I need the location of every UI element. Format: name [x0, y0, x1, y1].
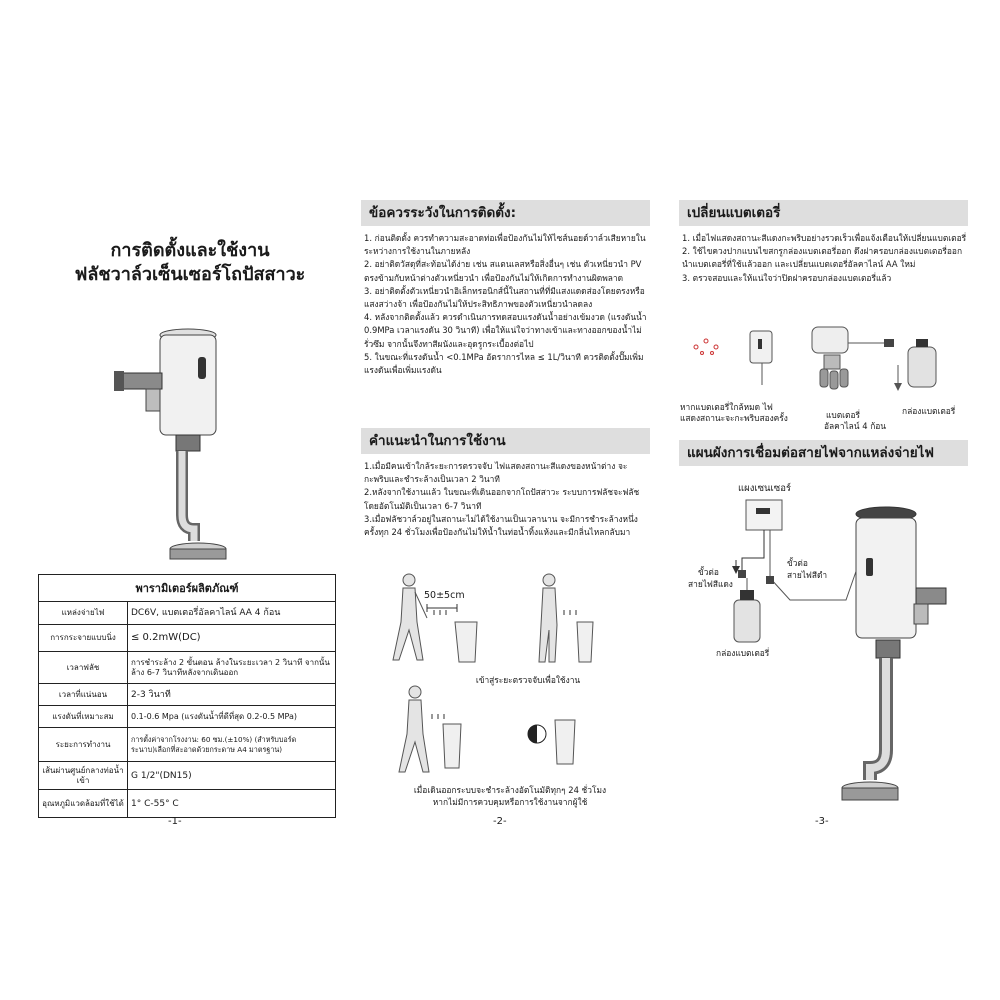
spec-row: เวลาฟลัช การชำระล้าง 2 ขั้นตอน ล้างในระย…	[38, 651, 336, 684]
battery-list: 1. เมื่อไฟแสดงสถานะสีแดงกะพริบอย่างรวดเร…	[682, 232, 968, 285]
spec-value: ≤ 0.2mW(DC)	[127, 624, 336, 652]
battery-item: 2. ใช้ไขควงปากแบนไขสกรูกล่องแบตเตอรี่ออก…	[682, 246, 963, 270]
spec-row: เส้นผ่านศูนย์กลางท่อน้ำเข้า G 1/2"(DN15)	[38, 761, 336, 790]
spec-row: อุณหภูมิแวดล้อมที่ใช้ได้ 1° C-55° C	[38, 789, 336, 818]
spec-label: การกระจายแบบนิ่ง	[38, 624, 128, 652]
leave-caption-line1: เมื่อเดินออกระบบจะชำระล้างอัตโนมัติทุกๆ …	[413, 785, 607, 795]
wiring-header: แผนผังการเชื่อมต่อสายไฟจากแหล่งจ่ายไฟ	[679, 440, 968, 466]
battery-item: 3. ตรวจสอบและให้แน่ใจว่าปิดฝาครอบกล่องแบ…	[682, 272, 892, 283]
usage-item: 3.เมื่อฟลัชวาล์วอยู่ในสถานะไม่ได้ใช้งานเ…	[364, 513, 638, 538]
approach-caption: เข้าสู่ระยะตรวจจับเพื่อใช้งาน	[475, 675, 581, 685]
usage-header: คำแนะนำในการใช้งาน	[361, 428, 650, 454]
sensor-panel-label: แผงเซนเซอร์	[738, 483, 792, 494]
black-wire-label-line1: ขั้วต่อ	[787, 558, 808, 568]
spec-label: แหล่งจ่ายไฟ	[38, 601, 128, 625]
caution-header: ข้อควรระวังในการติดตั้ง:	[361, 200, 650, 226]
spec-value: 0.1-0.6 Mpa (แรงดันน้ำที่ดีที่สุด 0.2-0.…	[127, 705, 336, 728]
page2-number: -2-	[493, 816, 507, 827]
page1-number: -1-	[168, 816, 182, 827]
spec-value: การชำระล้าง 2 ขั้นตอน ล้างในระยะเวลา 2 ว…	[127, 651, 336, 684]
battery-item: 1. เมื่อไฟแสดงสถานะสีแดงกะพริบอย่างรวดเร…	[682, 233, 967, 243]
spec-row: แรงดันที่เหมาะสม 0.1-0.6 Mpa (แรงดันน้ำท…	[38, 705, 336, 728]
flush-valve-illustration	[114, 328, 227, 560]
spec-label: ระยะการทำงาน	[38, 727, 128, 762]
spec-label: เส้นผ่านศูนย์กลางท่อน้ำเข้า	[38, 761, 128, 790]
page1-title-line1: การติดตั้งและใช้งาน	[110, 240, 270, 261]
caution-item: 3. อย่าติดตั้งตัวเหนี่ยวนำอิเล็กทรอนิกส์…	[364, 285, 645, 310]
battery-caption-line1: แบตเตอรี่	[826, 410, 860, 420]
spec-row: การกระจายแบบนิ่ง ≤ 0.2mW(DC)	[38, 624, 336, 652]
low-battery-caption: หากแบตเตอรี่ใกล้หมด ไฟแสดงสถานะจะกะพริบส…	[680, 402, 788, 423]
red-wire-label-line2: สายไฟสีแดง	[688, 579, 733, 589]
black-wire-label-line2: สายไฟสีดำ	[787, 570, 828, 580]
battery-replacement-diagram	[693, 326, 937, 391]
spec-row: แหล่งจ่ายไฟ DC6V, แบตเตอรี่อัลคาไลน์ AA …	[38, 601, 336, 625]
caution-item: 4. หลังจากติดตั้งแล้ว ควรดำเนินการทดสอบแ…	[364, 312, 647, 349]
wiring-diagram	[732, 499, 947, 801]
battery-caption-line2: อัลคาไลน์ 4 ก้อน	[824, 421, 887, 431]
usage-item: 1.เมื่อมีคนเข้าใกล้ระยะการตรวจจับ ไฟแสดง…	[364, 461, 628, 485]
spec-label: เวลาฟลัช	[38, 651, 128, 684]
spec-value: 1° C-55° C	[127, 789, 336, 818]
spec-value: G 1/2"(DN15)	[127, 761, 336, 790]
usage-diagram-approach	[392, 573, 594, 663]
caution-item: 2. อย่าติดวัสดุที่สะท้อนได้ง่าย เช่น สแต…	[364, 259, 642, 283]
leave-caption-line2: หากไม่มีการควบคุมหรือการใช้งานจากผู้ใช้	[432, 797, 588, 807]
red-wire-label-line1: ขั้วต่อ	[698, 567, 719, 577]
spec-value: DC6V, แบตเตอรี่อัลคาไลน์ AA 4 ก้อน	[127, 601, 336, 625]
distance-label: 50±5cm	[424, 590, 465, 601]
spec-label: เวลาที่แน่นอน	[38, 683, 128, 706]
spec-row: ระยะการทำงาน การตั้งค่าจากโรงงาน: 60 ซม.…	[38, 727, 336, 762]
usage-item: 2.หลังจากใช้งานแล้ว ในขณะที่เดินออกจากโถ…	[364, 487, 640, 511]
spec-label: แรงดันที่เหมาะสม	[38, 705, 128, 728]
caution-item: 5. ในขณะที่แรงดันน้ำ <0.1MPa อัตราการไหล…	[364, 351, 644, 376]
caution-list: 1. ก่อนติดตั้ง ควรทำความสะอาดท่อเพื่อป้อ…	[364, 232, 650, 377]
spec-row: เวลาที่แน่นอน 2-3 วินาที	[38, 683, 336, 706]
battery-header: เปลี่ยนแบตเตอรี่	[679, 200, 968, 226]
page3-number: -3-	[815, 816, 829, 827]
spec-table-title: พารามิเตอร์ผลิตภัณฑ์	[38, 574, 336, 602]
usage-list: 1.เมื่อมีคนเข้าใกล้ระยะการตรวจจับ ไฟแสดง…	[364, 460, 650, 539]
usage-diagram-leave	[398, 685, 576, 773]
battery-box-caption: กล่องแบตเตอรี่	[902, 406, 956, 416]
spec-value: การตั้งค่าจากโรงงาน: 60 ซม.(±10%) (สำหรั…	[127, 727, 336, 762]
product-parameters-table: พารามิเตอร์ผลิตภัณฑ์ แหล่งจ่ายไฟ DC6V, แ…	[38, 574, 336, 818]
wiring-battery-box-label: กล่องแบตเตอรี่	[716, 648, 770, 658]
spec-value: 2-3 วินาที	[127, 683, 336, 706]
page1-title-line2: ฟลัชวาล์วเซ็นเซอร์โถปัสสาวะ	[74, 264, 306, 285]
caution-item: 1. ก่อนติดตั้ง ควรทำความสะอาดท่อเพื่อป้อ…	[364, 233, 646, 257]
spec-label: อุณหภูมิแวดล้อมที่ใช้ได้	[38, 789, 128, 818]
